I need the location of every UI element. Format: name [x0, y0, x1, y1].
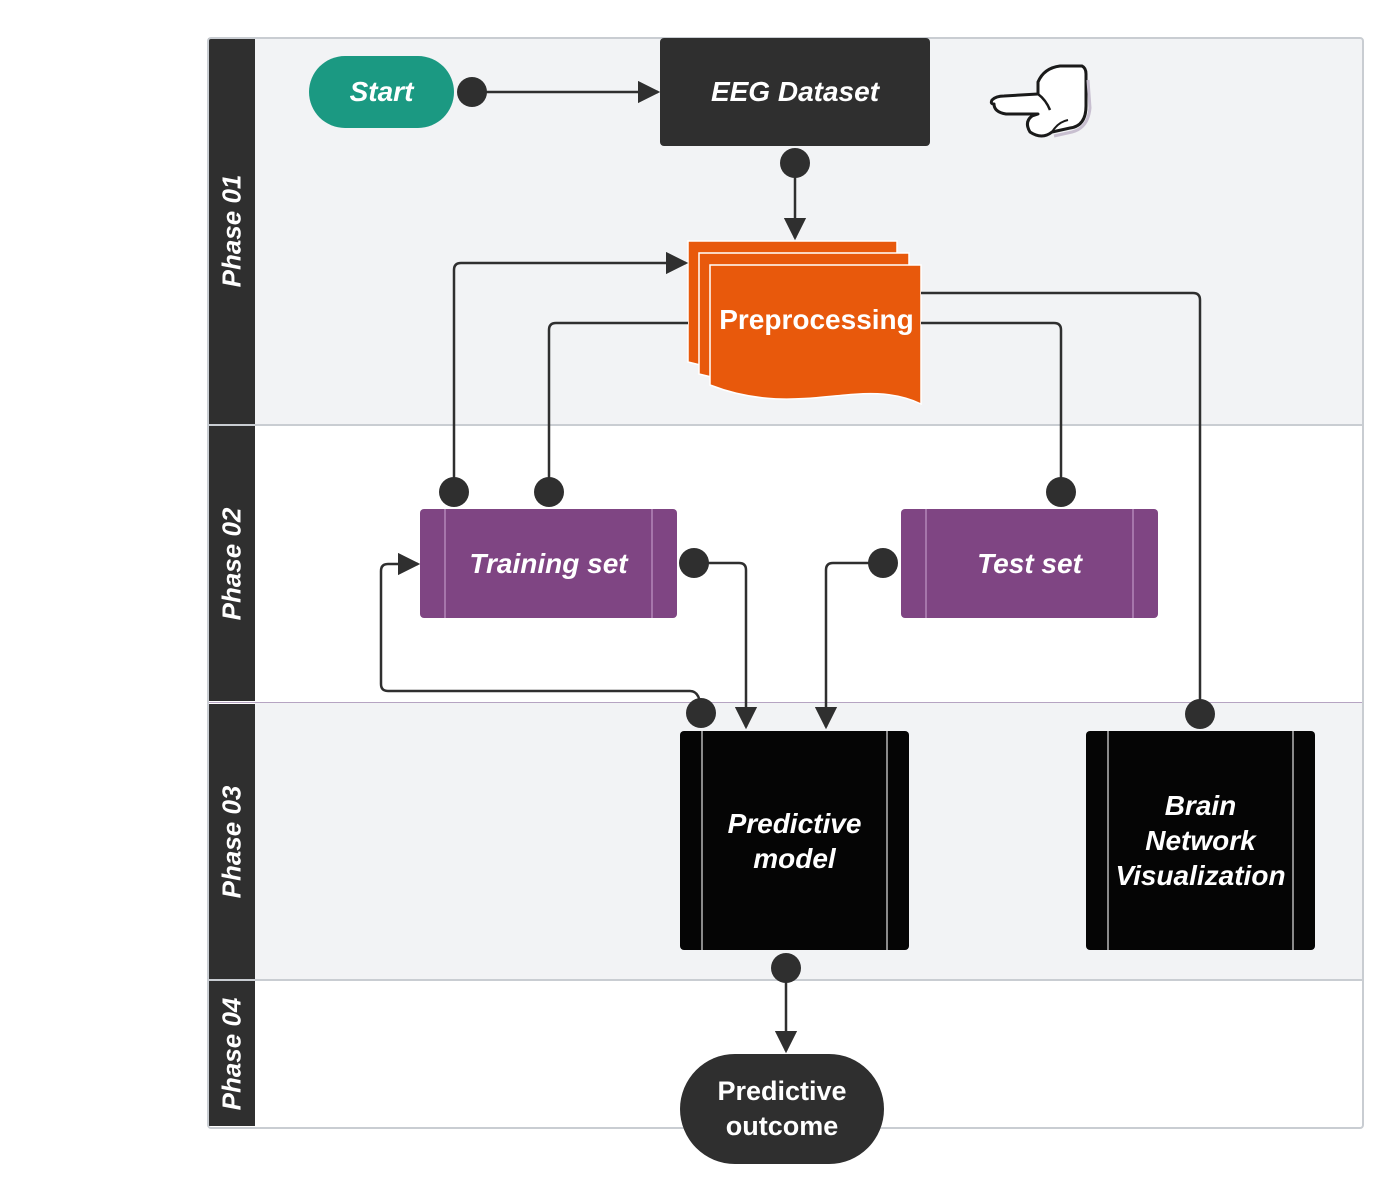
predictive-outcome-node: Predictive outcome: [680, 1054, 884, 1164]
brain-network-visualization-node: Brain Network Visualization: [1086, 731, 1315, 950]
process-bar: [444, 509, 446, 618]
process-bar: [651, 509, 653, 618]
training-set-node: Training set: [420, 509, 677, 618]
lane-divider: [207, 702, 1362, 703]
test-set-node: Test set: [901, 509, 1158, 618]
connector-preprocessing-to-test: [921, 321, 1063, 491]
label-line: Predictive: [717, 1076, 847, 1106]
connector-model-to-training: [379, 552, 703, 714]
connector-training-to-model: [694, 561, 758, 730]
process-bar: [1132, 509, 1134, 618]
connector-preprocessing-to-brain: [921, 291, 1202, 714]
connector-dot: [780, 148, 810, 178]
predictive-model-label: Predictive model: [728, 806, 862, 876]
lane-divider: [207, 424, 1362, 426]
training-set-label: Training set: [469, 547, 628, 579]
lane-header-phase-04: Phase 04: [208, 981, 255, 1126]
brain-network-visualization-label: Brain Network Visualization: [1115, 788, 1285, 893]
process-bar: [925, 509, 927, 618]
label-line: Brain: [1164, 790, 1237, 821]
label-line: model: [753, 842, 836, 874]
connector-training-to-preprocessing: [452, 251, 689, 491]
preprocessing-label: Preprocessing: [719, 304, 914, 335]
label-line: Network: [1145, 825, 1256, 856]
label-line: outcome: [725, 1111, 839, 1141]
label-line: Predictive: [727, 807, 862, 839]
process-bar: [1107, 731, 1109, 950]
connector-training-to-preprocessing-2: [547, 321, 688, 491]
eeg-dataset-node: EEG Dataset: [660, 38, 930, 146]
connector-dot: [771, 953, 801, 983]
connector-dot: [457, 77, 487, 107]
start-label: Start: [349, 76, 414, 107]
eeg-dataset-label: EEG Dataset: [710, 76, 880, 107]
start-node: Start: [309, 56, 454, 128]
process-bar: [886, 731, 888, 950]
connector-dot: [439, 477, 469, 507]
connector-dot: [1185, 699, 1215, 729]
connector-dot: [686, 698, 716, 728]
lane-header-phase-03: Phase 03: [208, 704, 255, 979]
label-line: Visualization: [1115, 860, 1286, 891]
connector-dot: [1046, 477, 1076, 507]
predictive-outcome-label: Predictive outcome: [717, 1074, 846, 1144]
process-bar: [701, 731, 703, 950]
connector-test-to-model: [814, 561, 883, 730]
predictive-model-node: Predictive model: [680, 731, 909, 950]
connector-dot: [679, 548, 709, 578]
connector-dot: [868, 548, 898, 578]
process-bar: [1292, 731, 1294, 950]
test-set-label: Test set: [977, 547, 1082, 579]
lane-header-phase-02: Phase 02: [208, 426, 255, 701]
connector-dot: [534, 477, 564, 507]
lane-header-phase-01: Phase 01: [208, 38, 255, 424]
